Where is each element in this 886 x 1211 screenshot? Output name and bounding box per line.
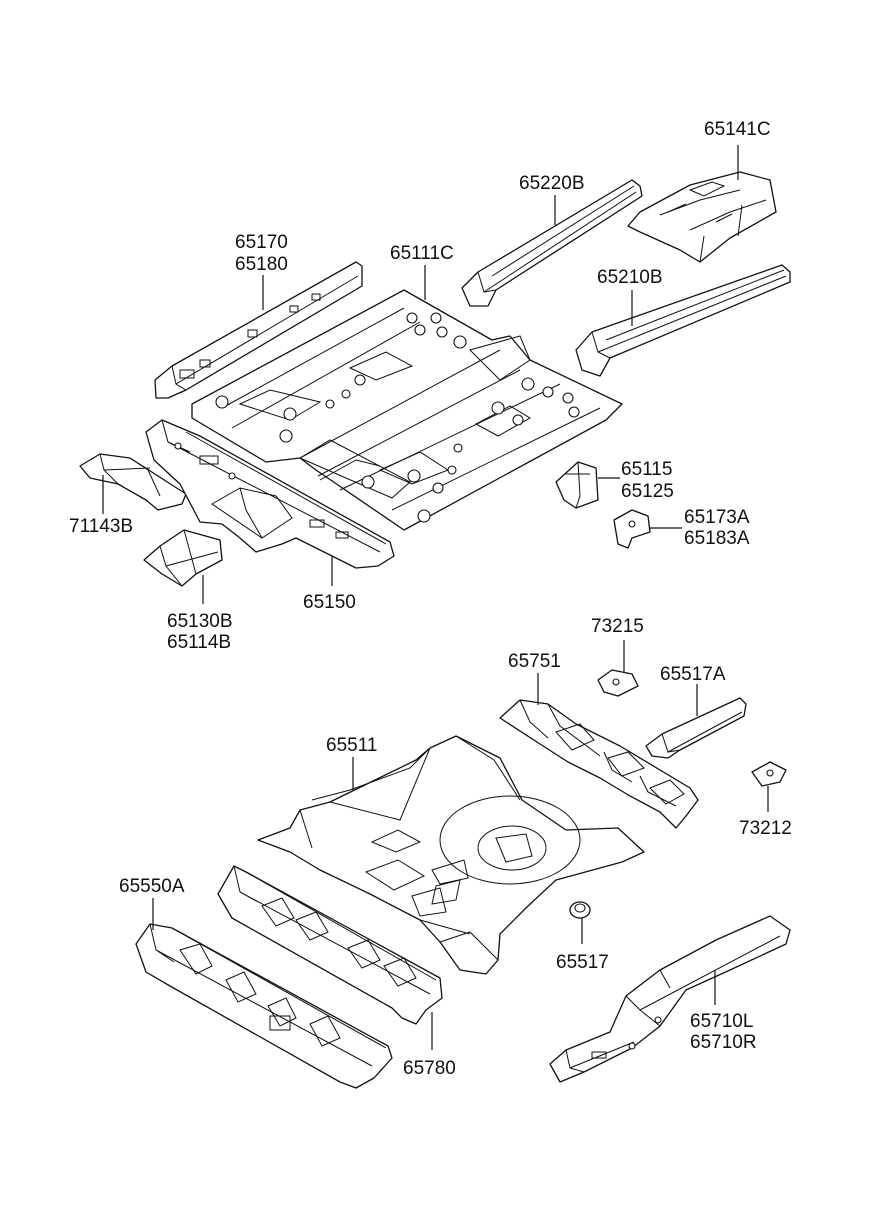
part-65141c — [627, 171, 777, 263]
part-65170-65180 — [154, 261, 363, 399]
part-73212 — [751, 761, 787, 787]
label-65115: 65115 — [621, 459, 672, 480]
part-65173a-65183a — [613, 509, 651, 549]
label-65141c: 65141C — [704, 119, 771, 140]
label-65220b: 65220B — [519, 173, 585, 194]
label-65511: 65511 — [326, 735, 377, 756]
part-65550a — [135, 923, 393, 1089]
part-71143b — [79, 453, 187, 511]
label-73212: 73212 — [739, 818, 792, 839]
label-65170: 65170 — [235, 232, 288, 253]
label-65780: 65780 — [403, 1058, 456, 1079]
label-65710r: 65710R — [690, 1032, 757, 1053]
label-65130b: 65130B — [167, 611, 233, 632]
label-65550a: 65550A — [119, 876, 185, 897]
part-65220b — [461, 179, 643, 307]
label-65150: 65150 — [303, 592, 356, 613]
label-65517a: 65517A — [660, 664, 726, 685]
part-65517 — [569, 901, 591, 919]
label-65517: 65517 — [556, 952, 609, 973]
label-65173a: 65173A — [684, 507, 750, 528]
part-65780 — [217, 865, 443, 1025]
label-65111c: 65111C — [390, 243, 454, 264]
label-73215: 73215 — [591, 616, 644, 637]
part-65130b-65114b — [143, 529, 223, 587]
part-65210b — [575, 264, 791, 377]
part-65150 — [145, 419, 395, 569]
part-65517a — [645, 697, 747, 759]
part-73215 — [597, 669, 639, 697]
label-65183a: 65183A — [684, 528, 750, 549]
label-65751: 65751 — [508, 651, 561, 672]
label-65180: 65180 — [235, 254, 288, 275]
part-65511 — [257, 735, 645, 975]
label-71143b: 71143B — [69, 516, 133, 537]
label-65125: 65125 — [621, 481, 674, 502]
part-65115-65125 — [555, 461, 599, 509]
part-65710l-65710r — [549, 915, 791, 1083]
label-65710l: 65710L — [690, 1011, 753, 1032]
label-65210b: 65210B — [597, 267, 663, 288]
part-65111c — [191, 289, 623, 531]
part-65751 — [499, 699, 699, 829]
label-65114b: 65114B — [167, 632, 231, 653]
